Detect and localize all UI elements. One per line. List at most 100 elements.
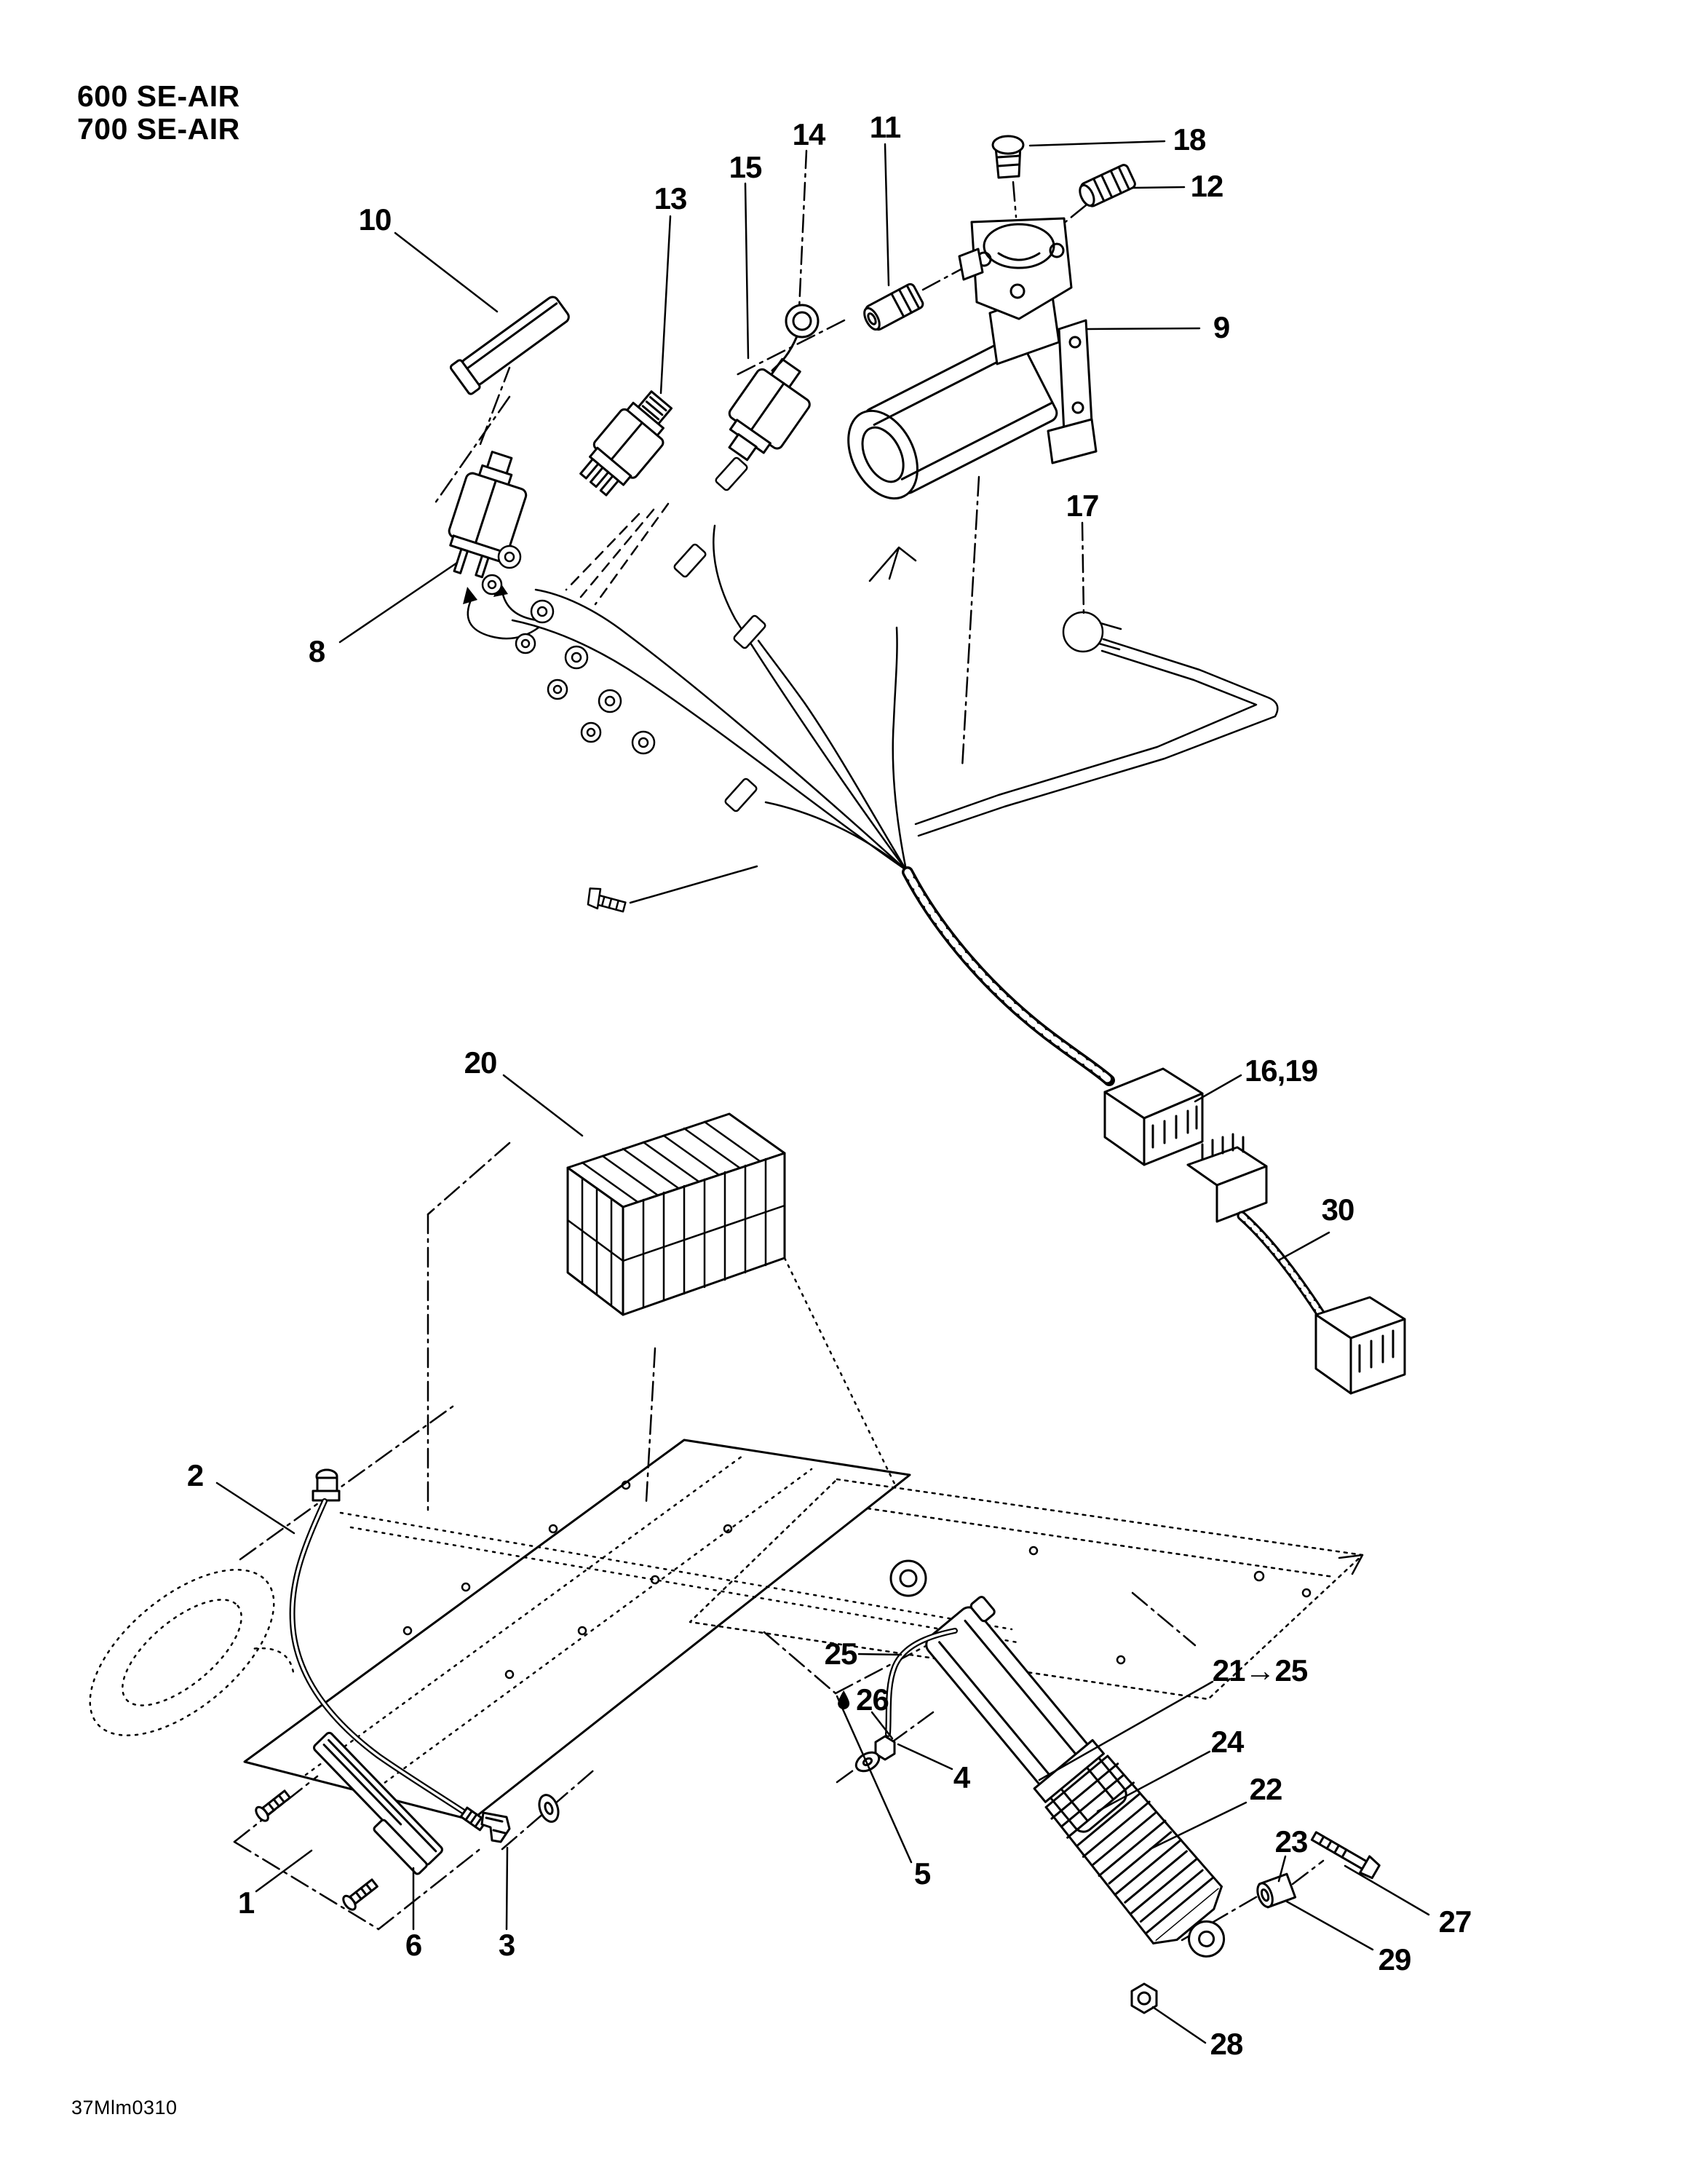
leader-22: [1149, 1801, 1247, 1851]
callout-2: 2: [186, 1458, 204, 1492]
harness-bolt: [587, 887, 627, 913]
compressor-head: [958, 217, 1073, 365]
callout-30: 30: [1321, 1192, 1355, 1227]
solenoid-valve-15: [728, 304, 820, 462]
callout-14: 14: [792, 117, 826, 151]
callout-25: 25: [824, 1637, 858, 1671]
screw-b: [342, 1878, 378, 1911]
connector-30: [1314, 1296, 1406, 1395]
leader-12: [1131, 186, 1186, 189]
leader-11: [884, 143, 890, 287]
leader-8: [338, 561, 459, 644]
air-compressor-9: [847, 135, 1136, 500]
callout-5: 5: [913, 1856, 931, 1891]
solenoid-8: [448, 451, 540, 640]
callout-22: 22: [1249, 1772, 1283, 1806]
wiring-harness-17: [481, 456, 1279, 913]
banjo-fitting: [969, 1596, 996, 1623]
callout-11: 11: [869, 110, 901, 144]
ring-terminals: [497, 545, 656, 755]
lubricant-drop-icon: [838, 1690, 850, 1709]
title-line-1: 600 SE-AIR: [77, 79, 240, 113]
filler-plug-18: [991, 135, 1025, 179]
leader-28: [1151, 2006, 1207, 2044]
callout-4: 4: [953, 1760, 970, 1795]
callout-27: 27: [1438, 1904, 1472, 1939]
leader-15: [744, 182, 750, 360]
callout-21-25: 21→25: [1212, 1653, 1308, 1688]
connector-16-19: [1103, 1067, 1204, 1166]
leader-30: [1277, 1231, 1330, 1262]
leader-18: [1028, 140, 1166, 147]
callout-17: 17: [1066, 488, 1100, 523]
compressor-bracket: [1047, 319, 1098, 464]
callout-9: 9: [1213, 310, 1230, 344]
leader-20: [502, 1074, 584, 1137]
document-code: 37Mlm0310: [71, 2097, 178, 2118]
jumper-cable-30: [1237, 1211, 1325, 1318]
leader-16-19: [1194, 1074, 1242, 1103]
pressure-switch-13: [565, 390, 673, 606]
leader-29: [1285, 1900, 1374, 1951]
callout-10: 10: [358, 202, 392, 237]
inline-connectors: [673, 456, 766, 812]
leader-26: [870, 1711, 894, 1740]
harness-clip: [868, 546, 917, 582]
tunnel-frame: [243, 1439, 1364, 1821]
leader-1: [255, 1849, 313, 1893]
rail-slide-6: [313, 1731, 443, 1875]
ghost-air-spring: [89, 1569, 295, 1736]
shock-absorber: [854, 1559, 1381, 2014]
callout-16-19: 16,19: [1244, 1053, 1318, 1088]
leader-4: [897, 1743, 953, 1770]
fitting-4: [854, 1735, 896, 1773]
air-bellows-22: [1044, 1754, 1223, 1944]
callout-18: 18: [1173, 122, 1207, 157]
fitting-12: [1079, 164, 1136, 207]
callout-23: 23: [1274, 1824, 1309, 1859]
connector-joint: [1186, 1133, 1268, 1223]
page-title: 600 SE-AIR 700 SE-AIR: [77, 79, 240, 146]
washer: [538, 1794, 560, 1823]
leader-10: [394, 232, 499, 313]
callout-8: 8: [308, 634, 325, 668]
leader-23: [1277, 1855, 1287, 1883]
elbow-fitting-3: [480, 1811, 511, 1843]
leader-lines: [215, 140, 1430, 2044]
callout-13: 13: [654, 181, 688, 215]
hex-nuts: [481, 574, 602, 743]
callout-28: 28: [1210, 2027, 1244, 2061]
leader-13: [659, 215, 672, 395]
fitting-11: [863, 282, 924, 331]
leader-2: [215, 1481, 295, 1535]
electronic-module-20: [566, 1112, 897, 1487]
title-line-2: 700 SE-AIR: [77, 112, 240, 146]
leader-5: [836, 1695, 913, 1864]
callout-20: 20: [464, 1045, 498, 1080]
leader-17: [1081, 521, 1085, 617]
nut-28: [1130, 1982, 1158, 2014]
callout-6: 6: [405, 1928, 422, 1962]
muffler-10: [449, 296, 570, 395]
callout-3: 3: [498, 1928, 515, 1962]
air-hose-2: [289, 1468, 560, 1843]
leader-9: [1086, 327, 1201, 331]
bolt-27: [1310, 1831, 1381, 1880]
switch-wires-hidden: [565, 502, 670, 606]
callout-29: 29: [1378, 1942, 1412, 1977]
air-line-loop: [914, 611, 1279, 837]
callout-1: 1: [237, 1886, 255, 1920]
callout-24: 24: [1210, 1725, 1245, 1759]
screw-a: [255, 1789, 291, 1822]
callout-12: 12: [1190, 169, 1224, 203]
leader-27: [1344, 1864, 1430, 1916]
bushing-23: [1256, 1872, 1297, 1909]
cap-14: [771, 304, 820, 372]
leader-14: [798, 149, 808, 311]
leader-21-25: [1038, 1680, 1214, 1781]
leader-24: [1096, 1750, 1211, 1813]
main-cable: [902, 866, 1115, 1086]
callout-15: 15: [729, 150, 763, 184]
